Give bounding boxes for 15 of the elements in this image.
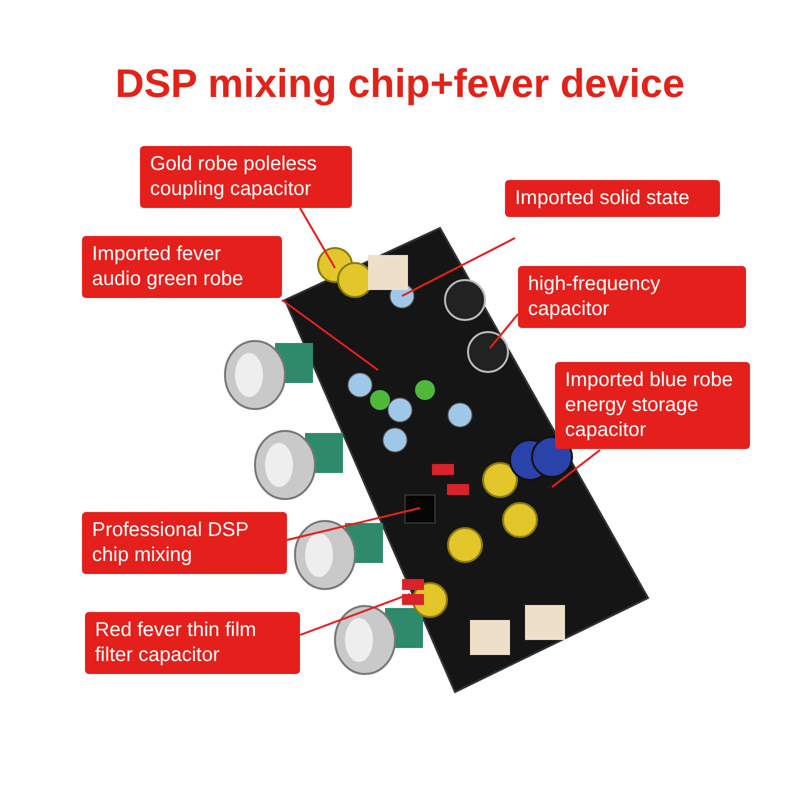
callout-label: Imported solid state [505, 180, 720, 217]
callout-label: Imported blue robe energy storage capacitor [555, 362, 750, 449]
leader-line [300, 593, 410, 636]
callout-label: Red fever thin film filter capacitor [85, 612, 300, 674]
leader-line [551, 449, 601, 488]
callout-label: high-frequency capacitor [518, 266, 746, 328]
callout-label: Imported fever audio green robe [82, 236, 282, 298]
leader-line [299, 208, 336, 268]
leader-line [402, 237, 516, 297]
leader-line [489, 313, 519, 349]
callout-label: Gold robe poleless coupling capacitor [140, 146, 352, 208]
callout-label: Professional DSP chip mixing [82, 512, 287, 574]
leader-line [281, 299, 379, 371]
leader-line [286, 507, 420, 541]
title: DSP mixing chip+fever device [114, 62, 686, 107]
